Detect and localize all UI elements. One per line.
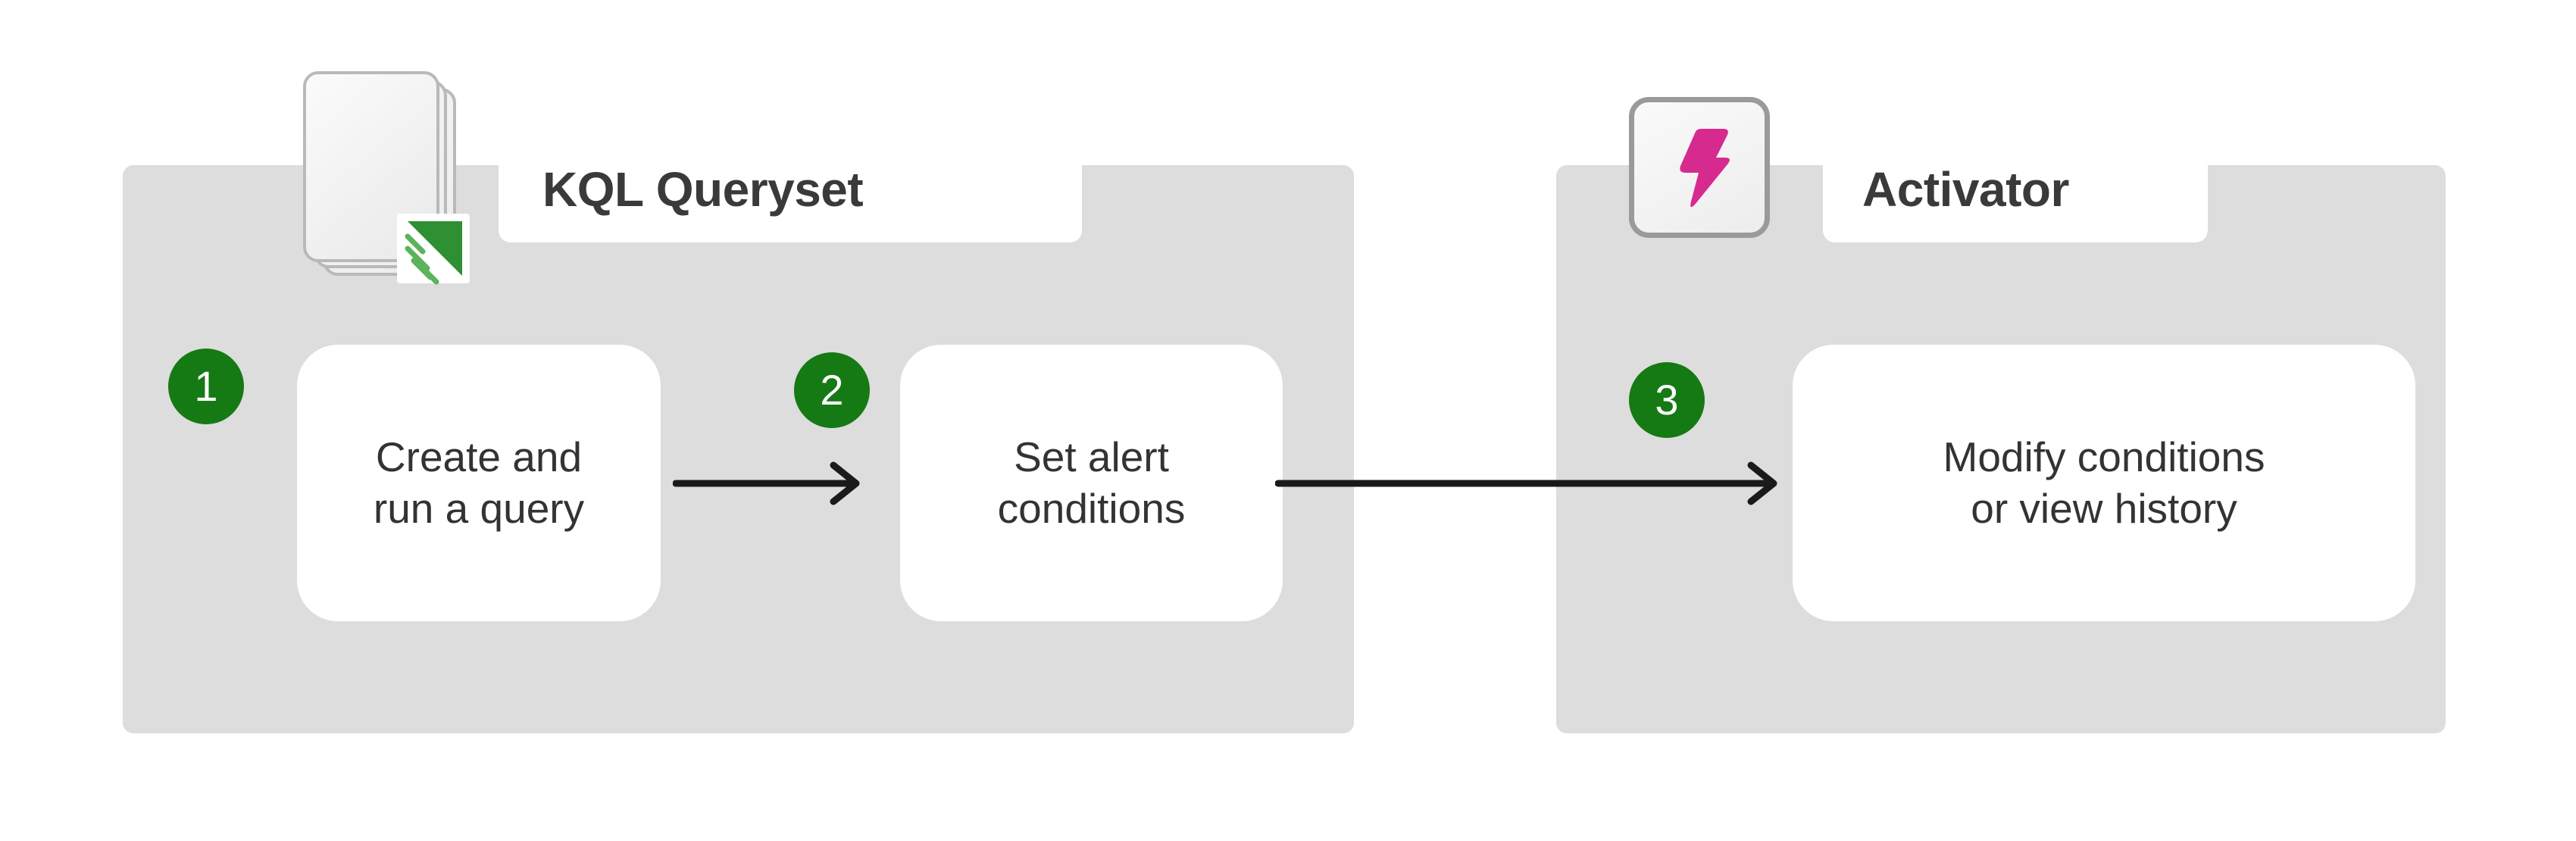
step-badge-1: 1 [168,349,244,424]
step-card-label: Modify conditions or view history [1924,432,2285,533]
step-label-line-1: Set alert [1014,433,1169,481]
step-label-line-2: run a query [373,484,585,532]
step-badge-2: 2 [794,352,870,428]
step-card-label: Create and run a query [354,432,604,533]
group-title-kql-queryset: KQL Queryset [542,162,864,217]
connector-arrow-step1-to-step2 [673,461,862,506]
step-label-line-2: conditions [997,484,1186,532]
lightning-bolt-icon [1680,129,1730,208]
connector-arrow-step2-to-step3 [1275,461,1780,506]
step-label-line-2: or view history [1971,484,2237,532]
group-title-plate-kql-queryset: KQL Queryset [499,136,1082,242]
kql-queryset-icon [297,70,471,289]
step-card-set-alert-conditions[interactable]: Set alert conditions [900,345,1283,621]
group-title-activator: Activator [1862,162,2069,217]
step-badge-3: 3 [1629,362,1705,438]
group-title-plate-activator: Activator [1823,136,2208,242]
green-cursor-arrow-icon [397,214,470,285]
step-label-line-1: Create and [375,433,583,481]
step-card-modify-conditions-or-view-history[interactable]: Modify conditions or view history [1793,345,2415,621]
step-card-label: Set alert conditions [978,432,1205,533]
step-label-line-1: Modify conditions [1943,433,2265,481]
activator-icon [1629,97,1770,238]
step-card-create-and-run-a-query[interactable]: Create and run a query [297,345,661,621]
